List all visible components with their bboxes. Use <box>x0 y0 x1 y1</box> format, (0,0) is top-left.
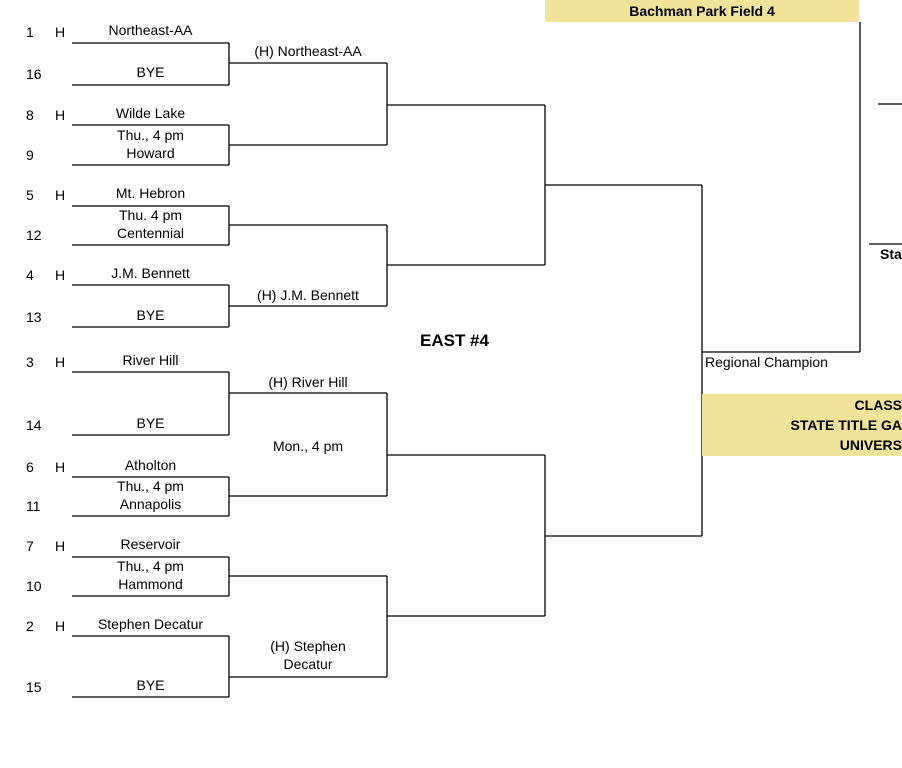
state-banner-line-3: UNIVERS <box>839 437 902 453</box>
team-name: Atholton <box>124 457 177 473</box>
seed-number: 8 <box>26 107 34 123</box>
seed-number: 4 <box>26 267 34 283</box>
team-name: Wilde Lake <box>115 105 186 121</box>
regional-champion-label: Regional Champion <box>705 354 828 370</box>
advancer-name: (H) J.M. Bennett <box>257 287 359 303</box>
advancer-name: (H) Northeast-AA <box>254 43 362 59</box>
team-name: Stephen Decatur <box>97 616 204 632</box>
game-time: Thu. 4 pm <box>118 207 183 223</box>
home-marker: H <box>55 618 66 634</box>
seed-number: 13 <box>26 309 42 325</box>
home-marker: H <box>55 107 66 123</box>
team-name: Howard <box>126 145 175 161</box>
seed-number: 9 <box>26 147 34 163</box>
state-banner-line-2: STATE TITLE GA <box>790 417 902 433</box>
seed-number: 7 <box>26 538 34 554</box>
home-marker: H <box>55 187 66 203</box>
advancer-name: (H) River Hill <box>268 374 348 390</box>
team-name: BYE <box>136 307 165 323</box>
region-title: EAST #4 <box>420 331 489 350</box>
home-marker: H <box>55 354 66 370</box>
home-marker: H <box>55 538 66 554</box>
seed-number: 2 <box>26 618 34 634</box>
team-name: Annapolis <box>119 496 182 512</box>
game-time: Thu., 4 pm <box>117 558 184 574</box>
team-name: Reservoir <box>120 536 181 552</box>
team-name: BYE <box>136 64 165 80</box>
game-time: Thu., 4 pm <box>117 478 184 494</box>
home-marker: H <box>55 24 66 40</box>
team-name: River Hill <box>122 352 179 368</box>
team-name: BYE <box>136 415 165 431</box>
seed-number: 11 <box>26 498 41 514</box>
team-name: J.M. Bennett <box>111 265 190 281</box>
game-time: Thu., 4 pm <box>117 127 184 143</box>
team-name: Hammond <box>118 576 183 592</box>
seed-number: 5 <box>26 187 34 203</box>
venue-label: Bachman Park Field 4 <box>629 3 775 19</box>
seed-number: 12 <box>26 227 42 243</box>
seed-number: 14 <box>26 417 42 433</box>
home-marker: H <box>55 459 66 475</box>
advancer-name: (H) Stephen <box>270 638 346 654</box>
advancer-name: Decatur <box>283 656 333 672</box>
seed-number: 1 <box>26 24 34 40</box>
home-marker: H <box>55 267 66 283</box>
game-time: Mon., 4 pm <box>272 438 344 454</box>
state-title-banner: CLASS STATE TITLE GA UNIVERS <box>702 394 902 456</box>
team-name: Centennial <box>117 225 184 241</box>
team-name: BYE <box>136 677 165 693</box>
team-name: Northeast-AA <box>108 22 193 38</box>
venue-banner: Bachman Park Field 4 <box>545 0 859 22</box>
seed-number: 10 <box>26 578 42 594</box>
seed-number: 6 <box>26 459 34 475</box>
seed-number: 16 <box>26 66 42 82</box>
state-stub-label: Sta <box>880 246 902 262</box>
state-banner-line-1: CLASS <box>854 397 902 413</box>
seed-number: 3 <box>26 354 34 370</box>
team-name: Mt. Hebron <box>115 185 186 201</box>
seed-number: 15 <box>26 679 42 695</box>
